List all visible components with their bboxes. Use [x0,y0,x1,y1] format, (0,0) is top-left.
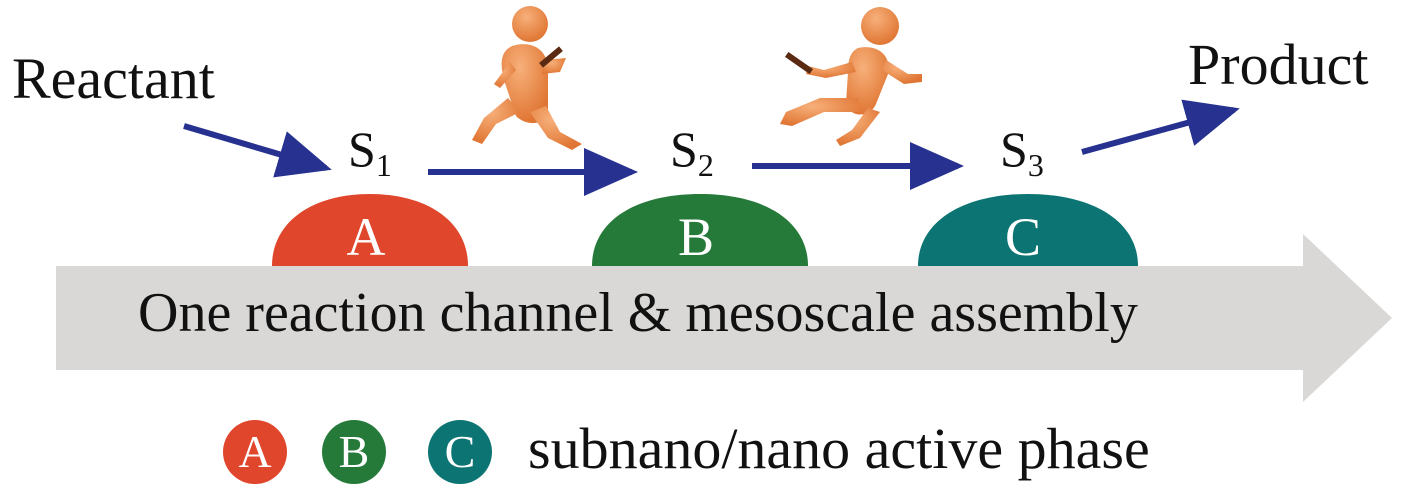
species-s1-letter: S [348,121,376,177]
product-label: Product [1188,32,1369,97]
product-arrow [1081,99,1240,155]
legend-phase-a: A [223,420,287,484]
channel-arrow [56,234,1392,402]
runner-figure-1 [472,6,582,150]
runner-figure-2 [780,7,922,146]
phase-dome-c [918,194,1138,266]
legend-phase-b: B [322,420,386,484]
reactant-arrow [183,123,332,178]
phase-b-label: B [677,207,715,267]
phase-dome-a [272,194,468,266]
species-s3: S3 [1000,124,1044,181]
species-s3-index: 3 [1027,147,1044,183]
channel-label: One reaction channel & mesoscale assembl… [138,282,1138,344]
legend-description: subnano/nano active phase [528,416,1150,481]
species-s3-letter: S [1000,121,1028,177]
phase-c-label: C [1004,207,1042,267]
species-s1: S1 [348,124,392,181]
species-s2-index: 2 [697,147,714,183]
species-s2: S2 [670,124,714,181]
species-s1-index: 1 [375,147,392,183]
species-s2-letter: S [670,121,698,177]
legend-phase-c: C [428,420,492,484]
phase-dome-b [592,194,808,266]
reactant-label: Reactant [12,46,215,111]
phase-a-label: A [346,207,386,267]
